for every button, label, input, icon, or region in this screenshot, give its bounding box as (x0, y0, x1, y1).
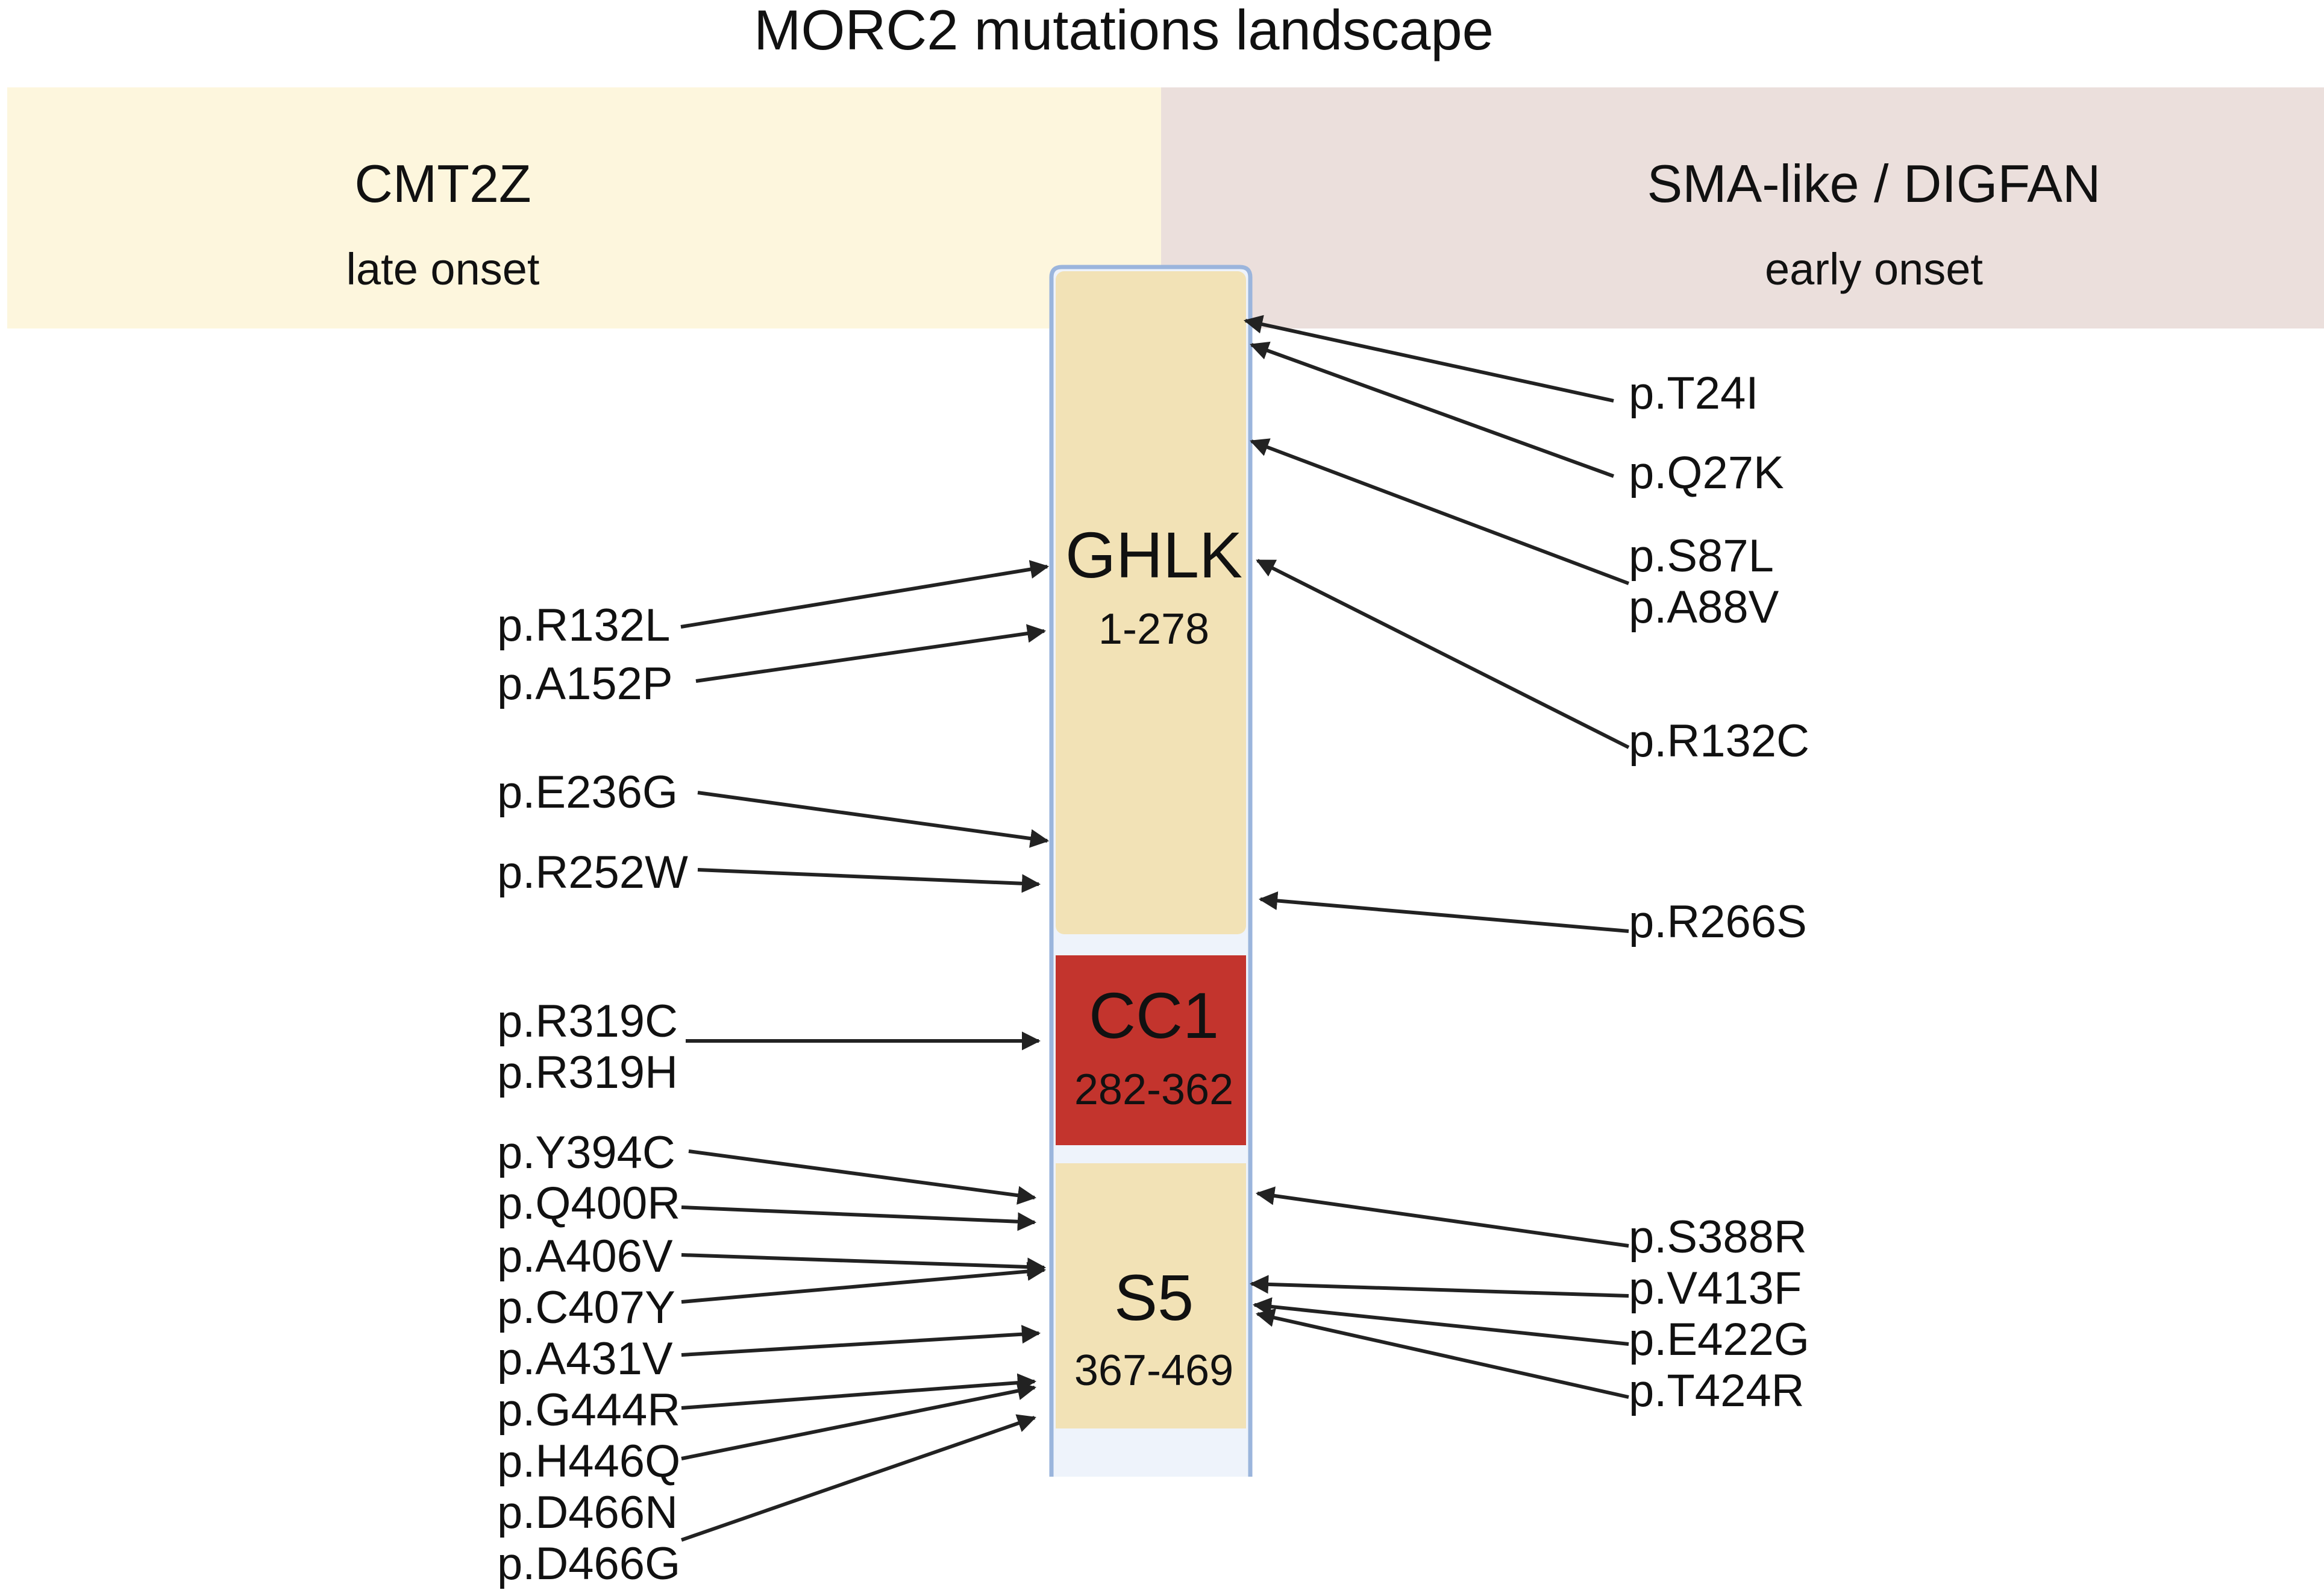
diagram-title: MORC2 mutations landscape (754, 0, 1494, 61)
mutation-arrow (681, 1253, 1047, 1277)
mutation-arrow (681, 1205, 1037, 1231)
sma-digfan-arrows (1243, 315, 1630, 1399)
domain-cc1 (1056, 955, 1246, 1145)
mutation-label: p.E236G (497, 767, 678, 818)
mutation-label: p.T24I (1629, 368, 1758, 419)
domain-s5-name: S5 (1114, 1261, 1194, 1334)
mutation-label: p.T424R (1629, 1365, 1805, 1416)
mutation-label: p.R319C (497, 996, 678, 1047)
mutation-label: p.Q27K (1629, 447, 1784, 498)
cmt2z-mutation-labels: p.R132L p.A152P p.E236G p.R252W p.R319C … (497, 600, 688, 1589)
mutation-label: p.R132L (497, 600, 670, 651)
mutation-arrow (688, 1149, 1037, 1205)
domain-cc1-range: 282-362 (1074, 1066, 1233, 1114)
domain-s5 (1056, 1163, 1246, 1428)
mutation-label: p.R252W (497, 847, 688, 898)
mutation-label: p.H446Q (497, 1436, 680, 1487)
domain-cc1-name: CC1 (1089, 979, 1219, 1052)
mutation-label: p.D466N (497, 1487, 678, 1538)
mutation-label: p.Y394C (497, 1127, 675, 1178)
mutation-arrow (1243, 315, 1614, 403)
mutation-arrow (697, 868, 1041, 893)
sma-digfan-onset-label: early onset (1765, 244, 1983, 294)
mutation-label: p.A406V (497, 1231, 673, 1282)
mutation-label: p.A431V (497, 1333, 673, 1384)
mutation-arrow (1255, 1308, 1629, 1399)
domain-ghlk-name: GHLK (1065, 518, 1242, 591)
mutation-arrow (1249, 1275, 1629, 1298)
mutation-label: p.G444R (497, 1384, 680, 1436)
mutation-arrow (681, 1262, 1047, 1304)
mutation-arrow (681, 1381, 1037, 1460)
mutation-label: p.A88V (1629, 582, 1779, 633)
mutation-label: p.A152P (497, 658, 673, 709)
mutation-label: p.C407Y (497, 1282, 675, 1333)
cmt2z-band (7, 87, 1161, 328)
mutation-label: p.D466G (497, 1538, 680, 1589)
mutation-arrow (1250, 341, 1615, 478)
mutation-arrow (680, 560, 1050, 629)
mutation-arrow (681, 1373, 1037, 1410)
mutation-arrow (1256, 559, 1630, 749)
mutation-arrow (1250, 438, 1630, 585)
mutation-label: p.R319H (497, 1047, 678, 1098)
mutation-arrow (1252, 1297, 1629, 1346)
mutation-label: p.Q400R (497, 1178, 680, 1229)
cmt2z-label: CMT2Z (354, 154, 531, 213)
cmt2z-arrows (680, 560, 1050, 1542)
domain-s5-range: 367-469 (1074, 1346, 1233, 1395)
domain-ghlk-range: 1-278 (1098, 605, 1209, 653)
mutation-arrow (697, 791, 1050, 848)
mutation-label: p.S388R (1629, 1211, 1807, 1263)
mutation-arrow (695, 624, 1047, 683)
mutation-label: p.E422G (1629, 1314, 1809, 1365)
domain-ghlk (1056, 271, 1246, 934)
mutation-label: p.V413F (1629, 1263, 1802, 1314)
mutation-arrow (681, 1325, 1041, 1357)
cmt2z-onset-label: late onset (346, 244, 540, 294)
sma-digfan-band (1161, 87, 2324, 328)
sma-digfan-label: SMA-like / DIGFAN (1647, 154, 2101, 213)
mutation-label: p.R266S (1629, 896, 1807, 947)
mutation-arrow (681, 1414, 1036, 1542)
mutation-label: p.R132C (1629, 715, 1809, 767)
mutation-arrow (1258, 891, 1629, 933)
mutation-label: p.S87L (1629, 530, 1774, 582)
protein-outline (1049, 265, 1253, 1477)
sma-digfan-mutation-labels: p.T24I p.Q27K p.S87L p.A88V p.R132C p.R2… (1629, 368, 1809, 1416)
mutation-arrow (1255, 1186, 1629, 1248)
